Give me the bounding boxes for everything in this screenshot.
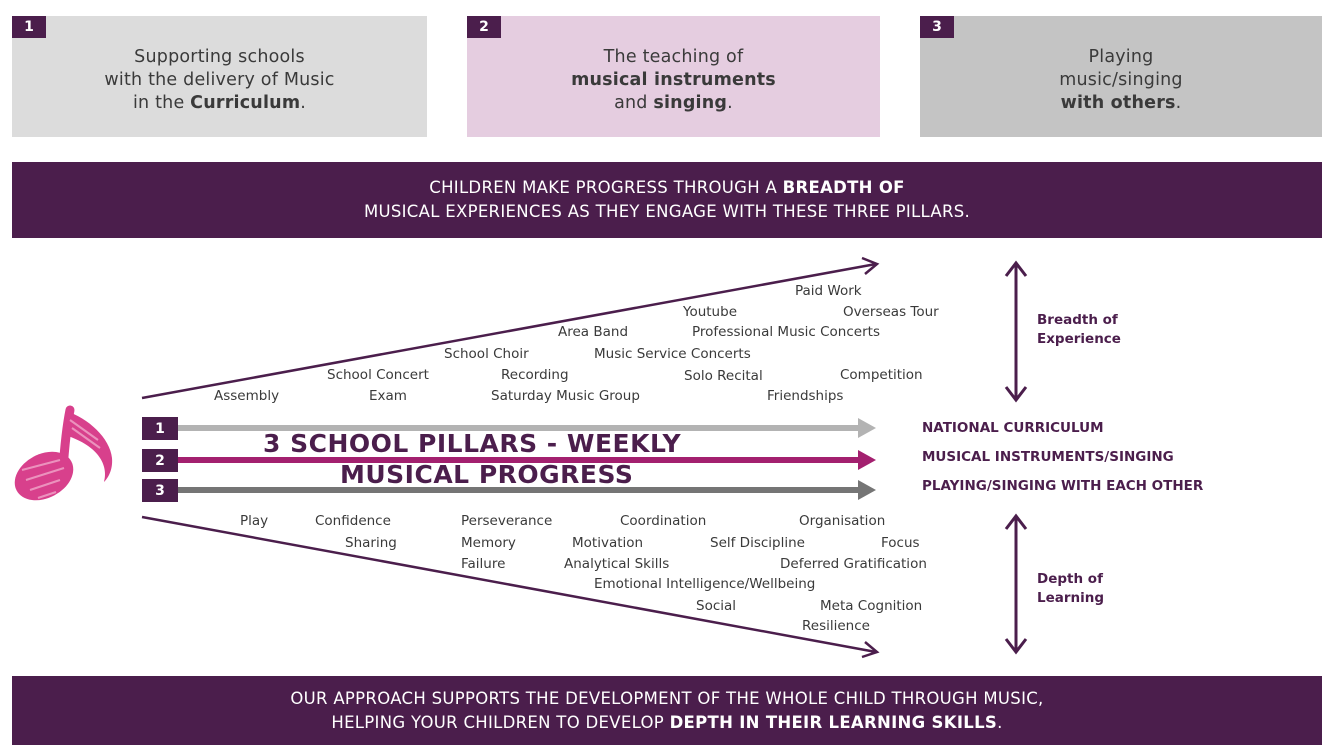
breadth-word: Recording <box>501 367 569 383</box>
depth-word: Meta Cognition <box>820 598 923 614</box>
breadth-word: Competition <box>840 367 923 383</box>
pillar-text-run: Supporting schools <box>134 47 305 67</box>
pillar-name-1: NATIONAL CURRICULUM <box>922 420 1104 436</box>
depth-word: Perseverance <box>461 513 553 529</box>
depth-fan-arrowhead <box>861 641 880 659</box>
depth-arrowhead-bottom <box>1004 638 1028 655</box>
pillar-number-badge: 3 <box>920 16 954 38</box>
depth-word: Play <box>240 513 269 529</box>
pillar-text-run: . <box>1175 93 1182 113</box>
pillar-box-3: 3 Playing music/singing with others. <box>920 16 1322 137</box>
pillar-box-2: 2 The teaching of musical instruments and … <box>467 16 880 137</box>
pillar-box-1: 1 Supporting schools with the delivery of… <box>12 16 427 137</box>
breadth-word: Overseas Tour <box>843 304 939 320</box>
breadth-word: School Choir <box>444 346 529 362</box>
depth-word: Deferred Gratification <box>780 556 927 572</box>
pillar-text-run: music/singing <box>1059 70 1183 90</box>
breadth-fan-arrowhead <box>861 256 880 275</box>
depth-word: Coordination <box>620 513 707 529</box>
breadth-word: Paid Work <box>795 283 862 299</box>
top-banner-line-1: CHILDREN MAKE PROGRESS THROUGH A BREADTH… <box>429 178 905 197</box>
pillar-text-run: Playing <box>1088 47 1154 67</box>
pillar-description: Supporting schools with the delivery of M… <box>12 46 427 115</box>
bottom-banner-line-1: OUR APPROACH SUPPORTS THE DEVELOPMENT OF… <box>290 689 1044 708</box>
arrow-number-badge-1: 1 <box>142 417 178 440</box>
depth-word: Focus <box>881 535 920 551</box>
breadth-arrowhead-bottom <box>1004 386 1028 403</box>
breadth-word: Saturday Music Group <box>491 388 640 404</box>
pillar-description: Playing music/singing with others. <box>920 46 1322 115</box>
depth-word: Emotional Intelligence/Wellbeing <box>594 576 816 592</box>
depth-word: Failure <box>461 556 506 572</box>
center-title-line-2: MUSICAL PROGRESS <box>340 460 634 489</box>
bottom-banner-line-2: HELPING YOUR CHILDREN TO DEVELOP DEPTH I… <box>331 713 1003 732</box>
pillar-text-run: . <box>300 93 307 113</box>
breadth-word: Music Service Concerts <box>594 346 751 362</box>
breadth-arrowhead-top <box>1004 260 1028 277</box>
breadth-word: Area Band <box>558 324 629 340</box>
music-note-icon <box>14 405 113 501</box>
breadth-word: Professional Music Concerts <box>692 324 880 340</box>
pillar-text-run: with the delivery of Music <box>104 70 335 90</box>
depth-word: Resilience <box>802 618 870 634</box>
breadth-word: Exam <box>369 388 407 404</box>
pillar-number-badge: 1 <box>12 16 46 38</box>
pillar-text-bold: with others <box>1060 93 1176 113</box>
arrow-number-badge-2: 2 <box>142 449 178 472</box>
pillar-text-run: and <box>614 93 654 113</box>
depth-word: Self Discipline <box>710 535 805 551</box>
breadth-word: Friendships <box>767 388 844 404</box>
pillar-text-bold: musical instruments <box>571 70 776 90</box>
pillar-text-run: in the <box>132 93 191 113</box>
depth-of-learning-label: Depth of Learning <box>1037 571 1105 606</box>
breadth-word: Youtube <box>683 304 737 320</box>
arrow-number-badge-3: 3 <box>142 479 178 502</box>
breadth-of-experience-label: Breadth of Experience <box>1037 312 1121 347</box>
pillar-text-bold: Curriculum <box>190 93 301 113</box>
center-title-line-1: 3 SCHOOL PILLARS - WEEKLY <box>263 429 682 458</box>
depth-word: Analytical Skills <box>564 556 670 572</box>
pillar-number-badge: 2 <box>467 16 501 38</box>
pillar-name-3: PLAYING/SINGING WITH EACH OTHER <box>922 478 1204 494</box>
depth-word: Confidence <box>315 513 391 529</box>
pillar-arrowhead-2 <box>858 450 876 470</box>
pillar-text-run: . <box>727 93 733 113</box>
bottom-banner: OUR APPROACH SUPPORTS THE DEVELOPMENT OF… <box>12 676 1322 745</box>
depth-arrowhead-top <box>1004 513 1028 530</box>
pillar-text-bold: singing <box>653 93 728 113</box>
breadth-word: Solo Recital <box>684 368 763 384</box>
pillar-arrowhead-1 <box>858 418 876 438</box>
depth-word: Sharing <box>345 535 397 551</box>
pillar-arrowhead-3 <box>858 480 876 500</box>
breadth-word: Assembly <box>214 388 280 404</box>
pillar-description: The teaching of musical instruments and si… <box>467 46 880 115</box>
depth-word: Social <box>696 598 737 614</box>
breadth-word: School Concert <box>327 367 429 383</box>
depth-word: Motivation <box>572 535 644 551</box>
top-banner-line-2: MUSICAL EXPERIENCES AS THEY ENGAGE WITH … <box>363 202 971 221</box>
top-banner: CHILDREN MAKE PROGRESS THROUGH A BREADTH… <box>12 162 1322 238</box>
depth-word: Memory <box>461 535 516 551</box>
pillar-text-run: The teaching of <box>603 47 744 67</box>
pillar-name-2: MUSICAL INSTRUMENTS/SINGING <box>922 449 1174 465</box>
depth-word: Organisation <box>799 513 886 529</box>
